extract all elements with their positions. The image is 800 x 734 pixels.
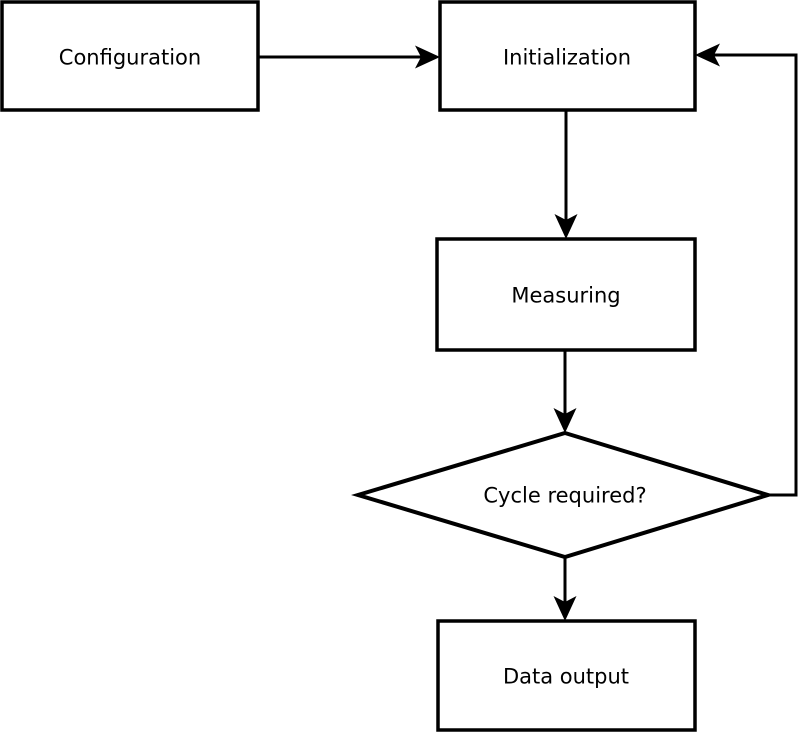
initialization-label: Initialization [503, 45, 631, 69]
measuring-node: Measuring [435, 237, 697, 352]
arrowhead-down-icon [554, 214, 578, 239]
edge-measuring-to-cycle-required [553, 350, 577, 433]
configuration-node: Configuration [0, 0, 260, 112]
cycle-required-diamond [351, 430, 775, 560]
data-output-label: Data output [503, 664, 629, 688]
nodes-layer: Configuration Initialization Measuring C… [0, 0, 775, 732]
measuring-label: Measuring [511, 283, 620, 307]
data-output-node: Data output [436, 619, 697, 732]
configuration-box [0, 0, 260, 112]
arrowhead-right-icon [415, 45, 440, 69]
arrowhead-left-icon [695, 43, 720, 67]
edge-configuration-to-initialization [258, 45, 440, 69]
measuring-box [435, 237, 697, 352]
initialization-node: Initialization [438, 0, 697, 112]
cycle-required-node: Cycle required? [351, 430, 775, 560]
edge-cycle-required-to-data-output [553, 557, 577, 621]
configuration-label: Configuration [59, 45, 201, 69]
initialization-box [438, 0, 697, 112]
cycle-required-label: Cycle required? [483, 483, 646, 507]
edge-cycle-required-to-initialization-loop [695, 43, 798, 497]
data-output-box [436, 619, 697, 732]
edge-line [712, 53, 798, 497]
edge-initialization-to-measuring [554, 110, 578, 239]
arrowhead-down-icon [553, 596, 577, 621]
edges-layer [258, 43, 798, 621]
arrowhead-down-icon [553, 408, 577, 433]
